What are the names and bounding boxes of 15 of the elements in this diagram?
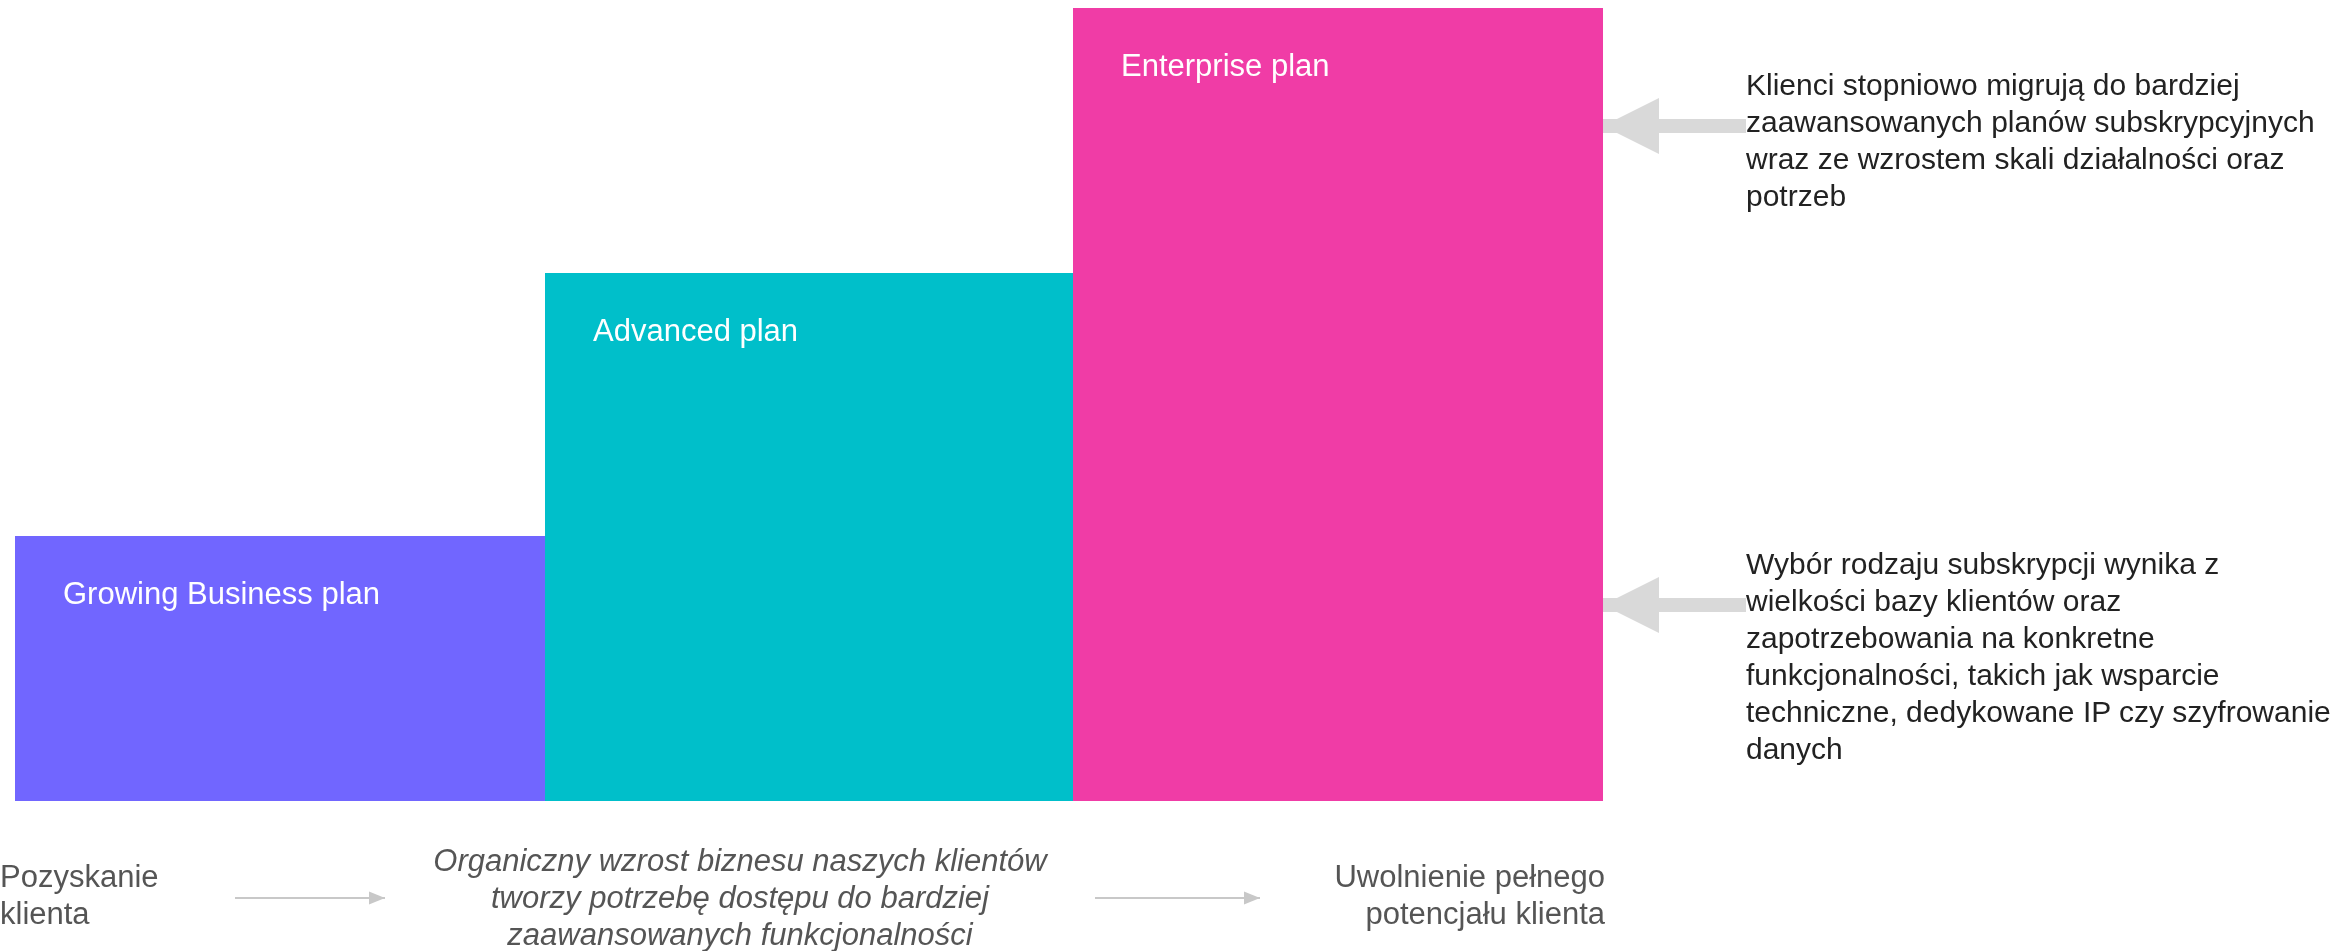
arrow (1094, 891, 1261, 905)
stage-text: Uwolnienie pełnego potencjału klienta (1275, 858, 1605, 932)
plan-name: Enterprise plan (1121, 48, 1330, 84)
description-text: Klienci stopniowo migrują do bardziej zaawansowanych planów subskrypcyjnych wraz ze wzrostem skali działalności oraz potrzeb (1746, 66, 2335, 214)
plan-bar (545, 273, 1073, 801)
arrow (1603, 98, 1746, 154)
stage-text: Organiczny wzrost biznesu naszych klientów tworzy potrzebę dostępu do bardziej zaawansowanych funkcjonalności (400, 842, 1080, 951)
description-text: Wybór rodzaju subskrypcji wynika z wielkości bazy klientów oraz zapotrzebowania na konkretne funkcjonalności, takich jak wsparcie techniczne, dedykowane IP czy szyfrowanie danych (1746, 545, 2335, 767)
plan-name: Growing Business plan (63, 576, 381, 612)
arrow (234, 891, 386, 905)
stage-text: Pozyskanie klienta (0, 858, 220, 932)
arrow (1603, 577, 1746, 633)
plan-name: Advanced plan (593, 313, 799, 349)
plan-bar (1073, 8, 1603, 801)
plan-bar (15, 536, 545, 801)
